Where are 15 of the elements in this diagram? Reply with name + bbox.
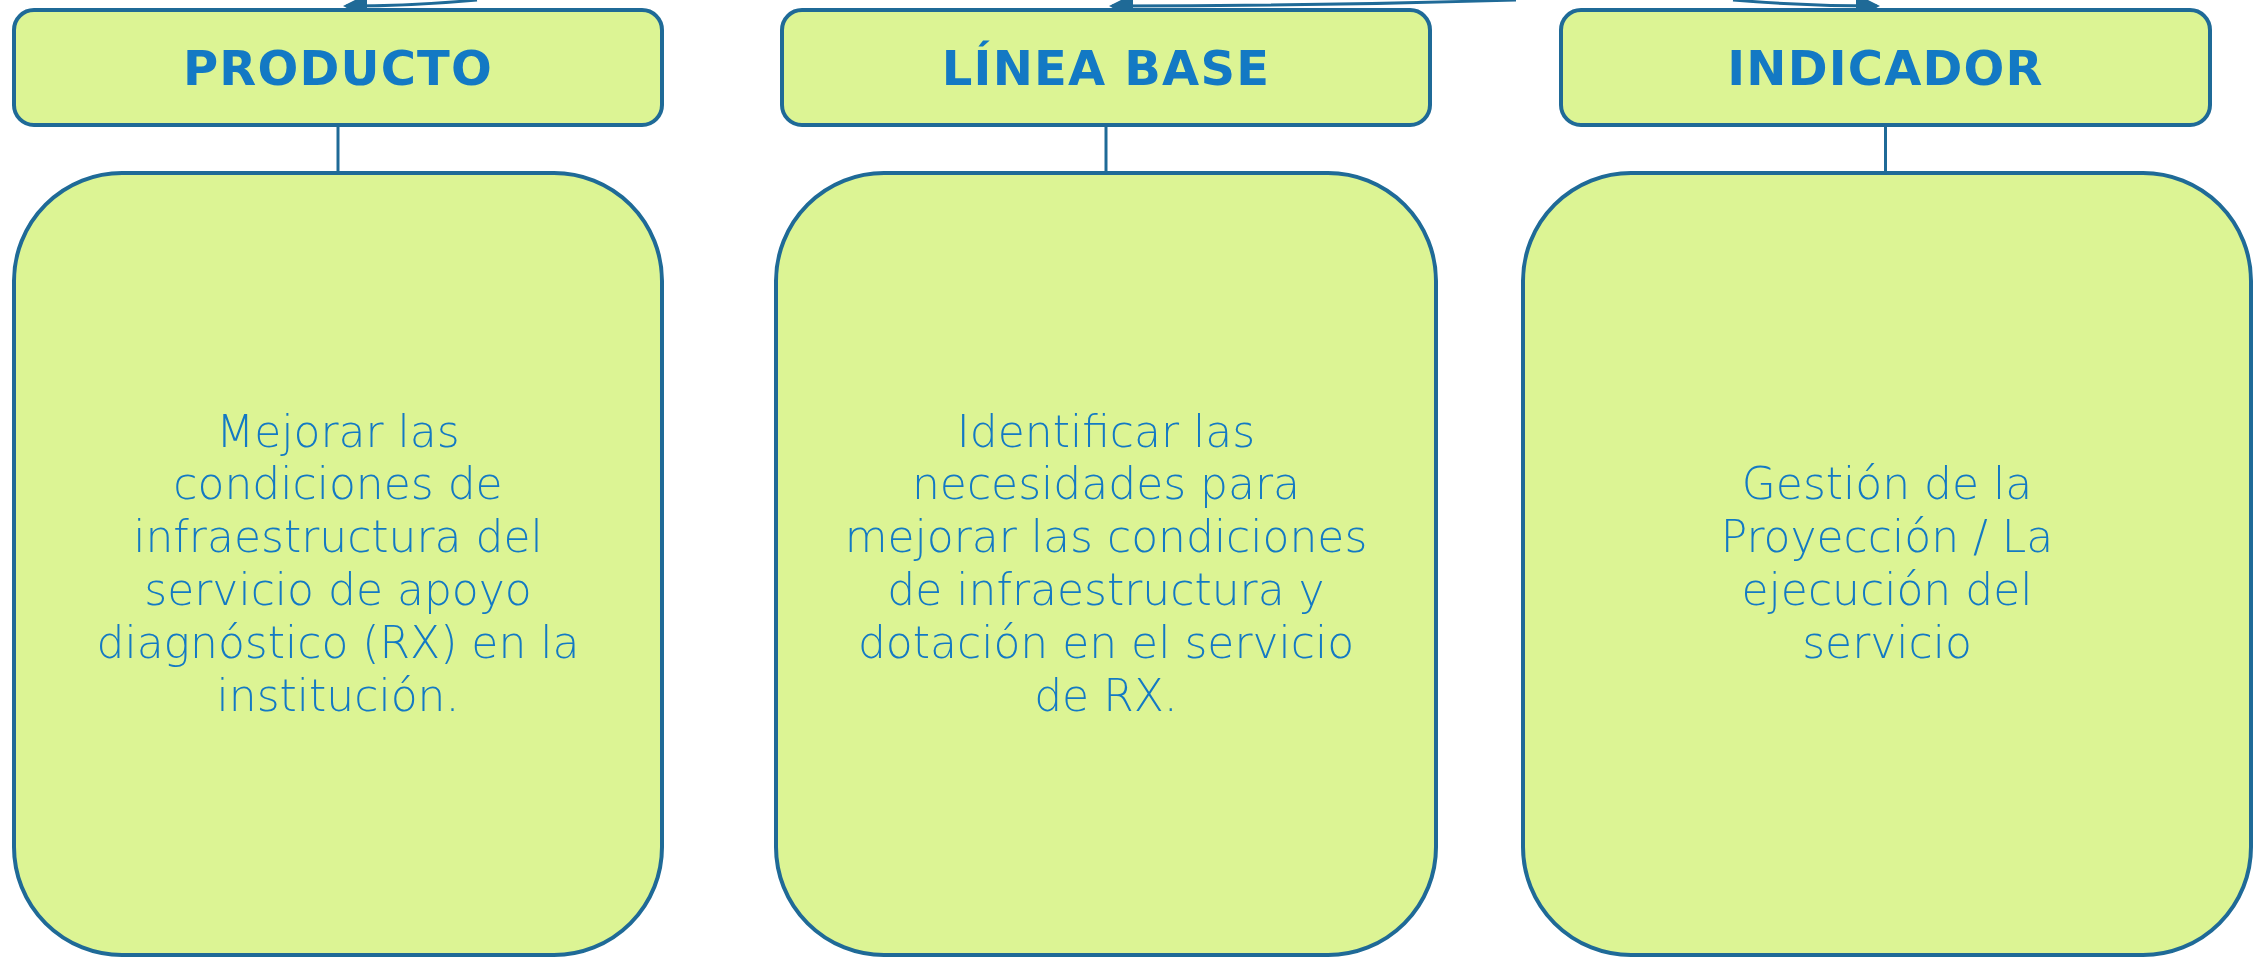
- description-text: Identificar las necesidades para mejorar las condiciones de infraestructura y dotación en el servicio de RX.: [843, 405, 1369, 723]
- header-title: LÍNEA BASE: [941, 38, 1271, 98]
- header-box: [12, 8, 664, 127]
- header-title: INDICADOR: [1727, 38, 2044, 98]
- connector-line: [1104, 127, 1108, 171]
- header-title: PRODUCTO: [182, 38, 494, 98]
- header-box: [1559, 8, 2212, 127]
- description-text: Mejorar las condiciones de infraestructura del servicio de apoyo diagnóstico (RX) en la institución.: [96, 405, 580, 723]
- connector-line: [336, 127, 340, 171]
- description-box: [774, 171, 1438, 957]
- header-box: [780, 8, 1432, 127]
- description-box: [1521, 171, 2253, 957]
- connector-line: [1884, 127, 1887, 171]
- description-box: [12, 171, 664, 957]
- description-text: Gestión de la Proyección / La ejecución del servicio: [1719, 458, 2055, 670]
